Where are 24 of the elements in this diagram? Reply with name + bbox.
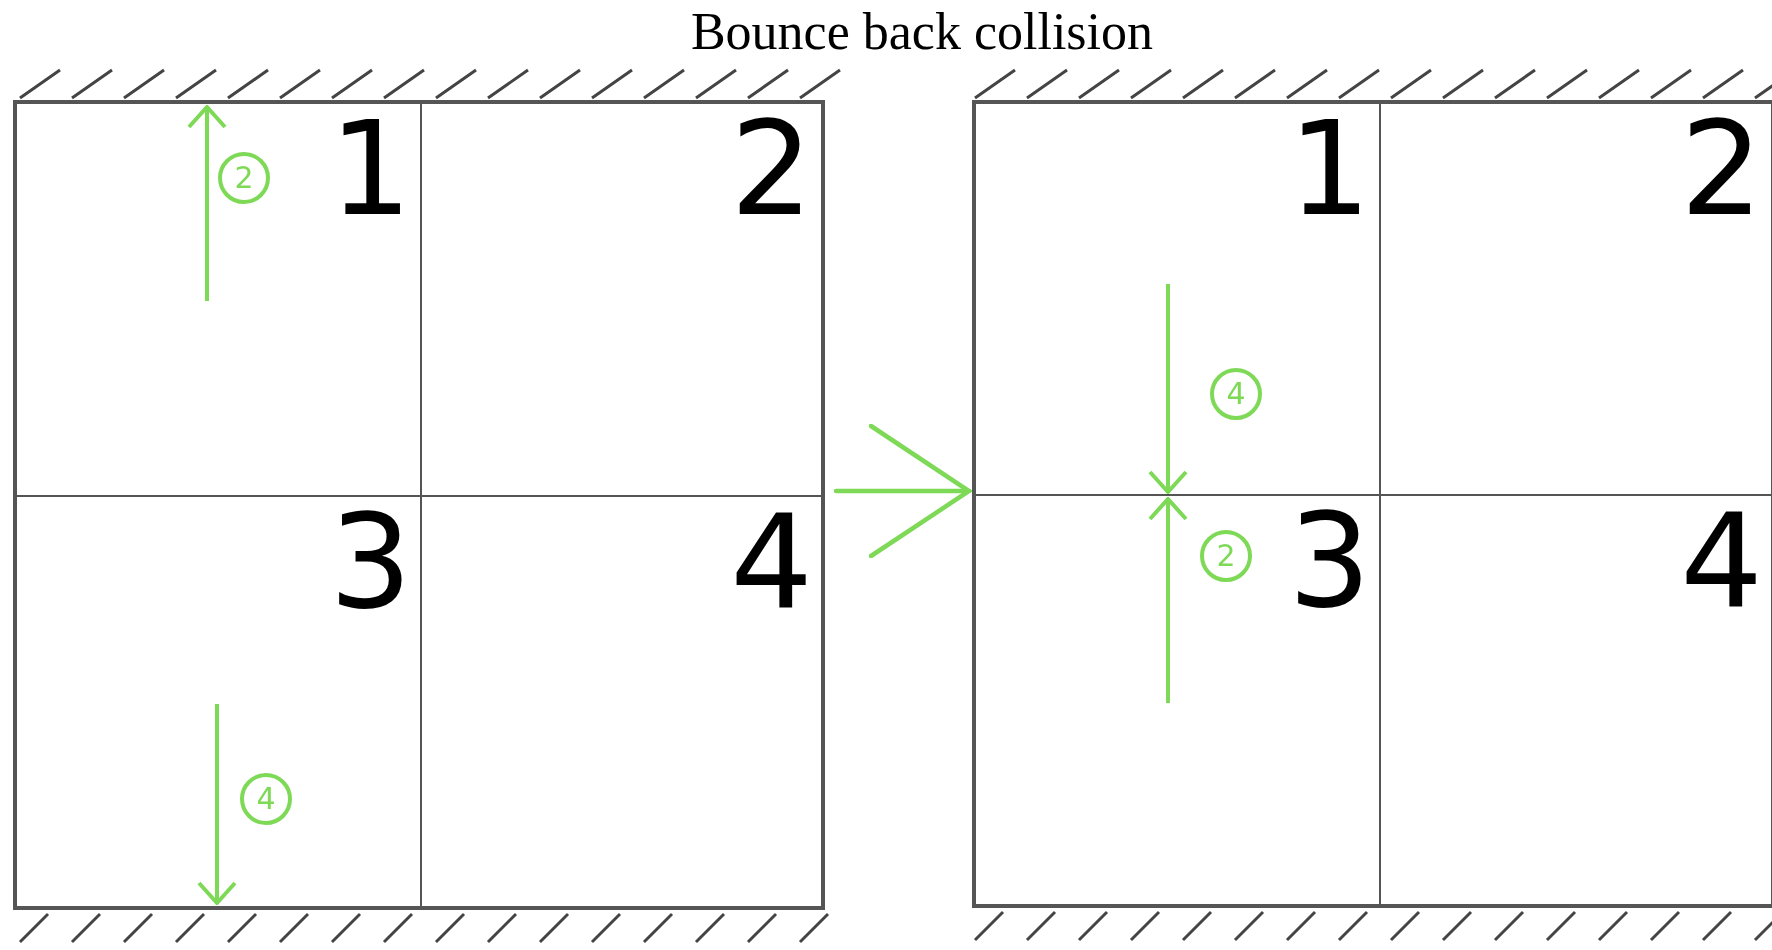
cell-number: 4 <box>1680 496 1763 626</box>
grid-cell <box>1380 103 1772 495</box>
cell-number: 1 <box>1288 104 1371 234</box>
grid-cell <box>421 496 822 907</box>
lattice-grid <box>972 100 1772 908</box>
grid-cell <box>975 103 1380 495</box>
cell-number: 3 <box>1288 496 1371 626</box>
cell-number: 1 <box>329 104 412 234</box>
grid-cell <box>975 495 1380 905</box>
cell-number: 3 <box>329 497 412 627</box>
double-arrow <box>833 423 972 559</box>
grid-cell <box>16 496 421 907</box>
cell-number: 2 <box>1680 104 1763 234</box>
circled-number: 4 <box>1210 368 1262 420</box>
cell-number: 4 <box>730 497 813 627</box>
grid-cell <box>421 103 822 496</box>
cell-number: 2 <box>730 104 813 234</box>
grid-cell <box>16 103 421 496</box>
circled-number: 4 <box>240 773 292 825</box>
circled-number: 2 <box>1200 530 1252 582</box>
circled-number: 2 <box>218 152 270 204</box>
grid-cell <box>1380 495 1772 905</box>
diagram-title: Bounce back collision <box>689 2 1155 61</box>
lattice-grid <box>13 100 825 910</box>
